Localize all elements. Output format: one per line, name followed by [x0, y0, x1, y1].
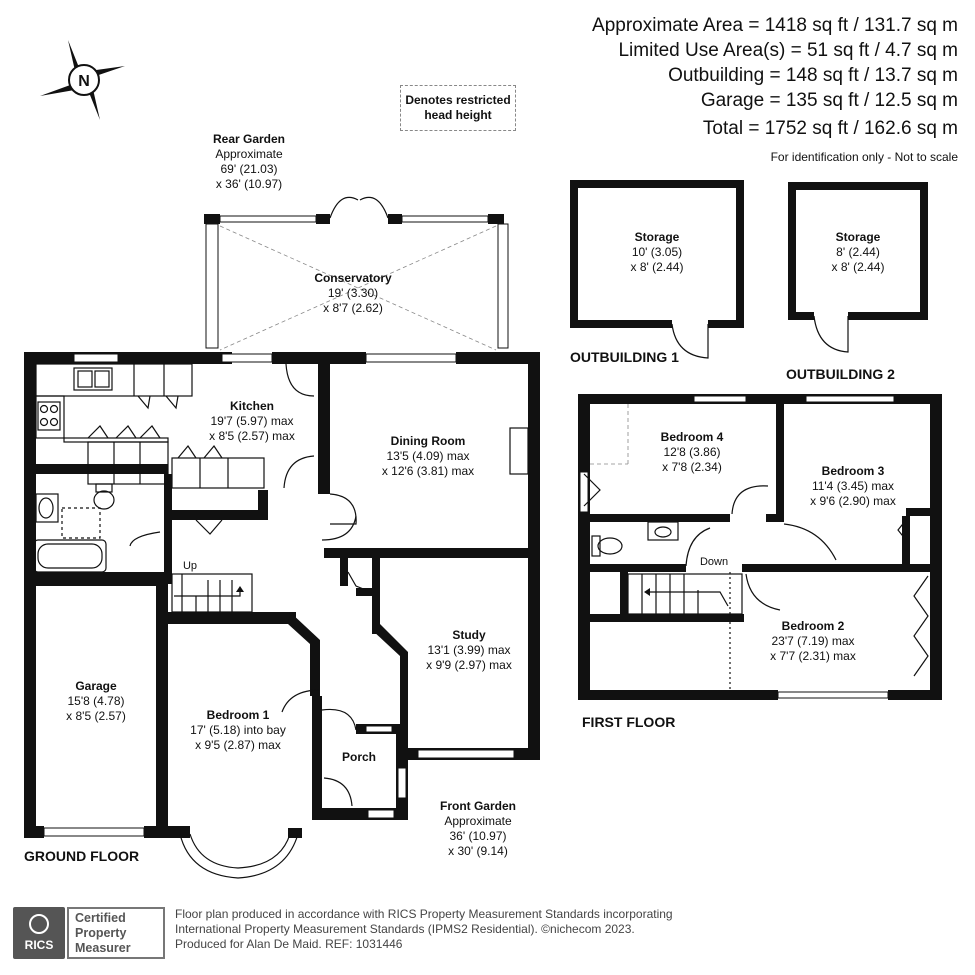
rics-badge-text: Certified Property Measurer [67, 907, 165, 959]
svg-text:Study: Study [452, 628, 486, 642]
svg-text:19'7 (5.97) max: 19'7 (5.97) max [211, 414, 294, 428]
bedroom-1-label: Bedroom 1 17' (5.18) into bay x 9'5 (2.8… [190, 708, 286, 752]
outbuilding-2: Storage 8' (2.44) x 8' (2.44) [788, 182, 928, 353]
garage-area: Garage = 135 sq ft / 12.5 sq m [700, 90, 958, 111]
ground-floor-doors [281, 427, 529, 807]
svg-text:x 9'9 (2.97) max: x 9'9 (2.97) max [426, 658, 512, 672]
svg-text:12'8 (3.86): 12'8 (3.86) [664, 445, 721, 459]
footer-line2: International Property Measurement Stand… [175, 922, 635, 936]
svg-text:Bedroom 2: Bedroom 2 [782, 619, 845, 633]
storage-2-name: Storage [836, 230, 881, 244]
bathroom-fittings [33, 483, 115, 573]
svg-text:Garage: Garage [75, 679, 117, 693]
bedroom-2-label: Bedroom 2 23'7 (7.19) max x 7'7 (2.31) m… [770, 619, 856, 663]
garage-label: Garage 15'8 (4.78) x 8'5 (2.57) [66, 679, 126, 723]
svg-text:13'5 (4.09) max: 13'5 (4.09) max [387, 449, 470, 463]
svg-text:Bedroom 1: Bedroom 1 [207, 708, 270, 722]
storage-1-name: Storage [635, 230, 680, 244]
storage-1-dim1: 10' (3.05) [632, 245, 682, 259]
svg-text:x 8'7 (2.62): x 8'7 (2.62) [323, 301, 383, 315]
svg-text:x 30' (9.14): x 30' (9.14) [448, 844, 508, 858]
dining-room-label: Dining Room 13'5 (4.09) max x 12'6 (3.81… [382, 434, 474, 478]
outbuilding-2-label: OUTBUILDING 2 [786, 366, 895, 382]
stairs-down-label: Down [700, 556, 728, 568]
front-garden-label: Front Garden Approximate 36' (10.97) x 3… [440, 799, 516, 858]
footer-text: Floor plan produced in accordance with R… [175, 907, 775, 952]
bedroom-3-label: Bedroom 3 11'4 (3.45) max x 9'6 (2.90) m… [810, 464, 896, 508]
svg-text:x 8'5 (2.57) max: x 8'5 (2.57) max [209, 429, 295, 443]
badge-line2: Property [75, 926, 127, 940]
svg-text:Porch: Porch [342, 750, 376, 764]
svg-text:19' (3.30): 19' (3.30) [328, 286, 378, 300]
footer-line1: Floor plan produced in accordance with R… [175, 907, 673, 921]
outbuilding-1-label: OUTBUILDING 1 [570, 349, 679, 365]
svg-text:11'4 (3.45) max: 11'4 (3.45) max [812, 479, 894, 493]
bay-window [179, 833, 299, 879]
total-area: Total = 1752 sq ft / 162.6 sq m [702, 118, 958, 139]
conservatory [204, 196, 509, 351]
svg-text:23'7 (7.19) max: 23'7 (7.19) max [772, 634, 855, 648]
svg-text:Dining Room: Dining Room [391, 434, 466, 448]
svg-text:Approximate: Approximate [215, 147, 283, 161]
badge-line1: Certified [75, 911, 126, 925]
floor-plan: N Rear Garden Approximate 69' (21.03) x … [24, 40, 942, 879]
limited-use-area: Limited Use Area(s) = 51 sq ft / 4.7 sq … [618, 40, 958, 61]
badge-line3: Measurer [75, 941, 131, 955]
study-label: Study 13'1 (3.99) max x 9'9 (2.97) max [426, 628, 512, 672]
approximate-area: Approximate Area = 1418 sq ft / 131.7 sq… [592, 15, 958, 36]
rics-lion-icon [29, 914, 49, 934]
svg-text:Front Garden: Front Garden [440, 799, 516, 813]
stairs-ground: Up [171, 560, 253, 613]
svg-text:Rear Garden: Rear Garden [213, 132, 285, 146]
conservatory-label: Conservatory 19' (3.30) x 8'7 (2.62) [314, 271, 392, 315]
first-floor-walls [578, 394, 942, 700]
svg-text:x 7'8 (2.34): x 7'8 (2.34) [662, 460, 722, 474]
svg-text:x 12'6 (3.81) max: x 12'6 (3.81) max [382, 464, 474, 478]
svg-text:17' (5.18) into bay: 17' (5.18) into bay [190, 723, 286, 737]
first-floor-fittings: Down [583, 404, 929, 690]
porch-label: Porch [342, 750, 376, 764]
ground-floor-label: GROUND FLOOR [24, 848, 139, 864]
rics-logo-text: RICS [24, 938, 54, 952]
svg-text:x 8'5 (2.57): x 8'5 (2.57) [66, 709, 126, 723]
svg-text:Kitchen: Kitchen [230, 399, 274, 413]
first-floor-label: FIRST FLOOR [582, 714, 675, 730]
restricted-height-legend: Denotes restricted head height [400, 85, 516, 131]
bedroom-4-label: Bedroom 4 12'8 (3.86) x 7'8 (2.34) [661, 430, 724, 474]
outbuilding-1: Storage 10' (3.05) x 8' (2.44) [570, 180, 744, 359]
kitchen-fittings [35, 363, 315, 547]
outbuilding-area: Outbuilding = 148 sq ft / 13.7 sq m [668, 65, 958, 86]
identification-note: For identification only - Not to scale [770, 150, 958, 164]
compass-letter: N [78, 73, 90, 90]
svg-text:Approximate: Approximate [444, 814, 512, 828]
svg-text:Bedroom 4: Bedroom 4 [661, 430, 724, 444]
restricted-legend-line2: head height [424, 108, 492, 122]
svg-text:x 36' (10.97): x 36' (10.97) [216, 177, 282, 191]
rear-garden-label: Rear Garden Approximate 69' (21.03) x 36… [213, 132, 285, 191]
restricted-legend-line1: Denotes restricted [405, 93, 511, 107]
svg-text:69' (21.03): 69' (21.03) [221, 162, 278, 176]
storage-1-dim2: x 8' (2.44) [631, 260, 684, 274]
svg-text:x 7'7 (2.31) max: x 7'7 (2.31) max [770, 649, 856, 663]
svg-text:x 9'5 (2.87) max: x 9'5 (2.87) max [195, 738, 281, 752]
rics-badge: RICS Certified Property Measurer [13, 907, 165, 959]
area-summary: Approximate Area = 1418 sq ft / 131.7 sq… [592, 14, 958, 141]
ground-floor-walls [24, 352, 540, 838]
storage-2-dim1: 8' (2.44) [836, 245, 880, 259]
footer-line3: Produced for Alan De Maid. REF: 1031446 [175, 937, 403, 951]
svg-text:x 9'6 (2.90) max: x 9'6 (2.90) max [810, 494, 896, 508]
stairs-up-label: Up [183, 560, 197, 572]
svg-text:15'8 (4.78): 15'8 (4.78) [68, 694, 125, 708]
svg-text:13'1 (3.99) max: 13'1 (3.99) max [428, 643, 511, 657]
rics-logo: RICS [13, 907, 65, 959]
kitchen-label: Kitchen 19'7 (5.97) max x 8'5 (2.57) max [209, 399, 295, 443]
svg-text:36' (10.97): 36' (10.97) [450, 829, 507, 843]
compass-icon: N [40, 40, 125, 120]
storage-2-dim2: x 8' (2.44) [832, 260, 885, 274]
svg-text:Conservatory: Conservatory [314, 271, 392, 285]
svg-text:Bedroom 3: Bedroom 3 [822, 464, 885, 478]
